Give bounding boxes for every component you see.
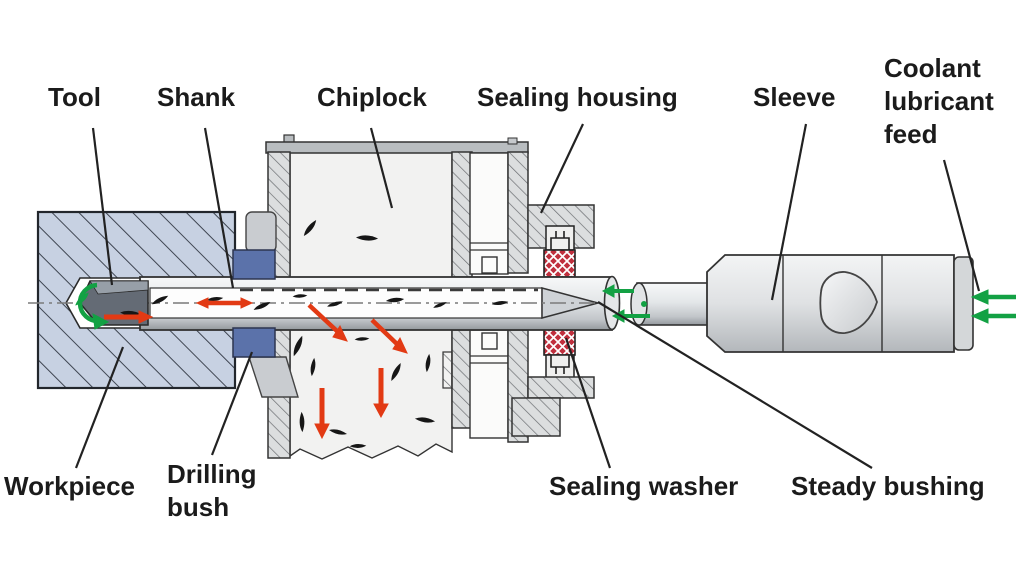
bush-holder-upper [245,211,277,253]
leader-lines [74,123,981,469]
leader-sealing-washer [564,337,612,469]
leader-shank [203,127,235,289]
coolant-feed-arrows [970,289,1016,324]
chiplock-top-plate [265,141,529,154]
spacer-column-lower [469,329,509,439]
leader-coolant-feed [942,159,981,292]
label-coolant-feed: Coolant lubricant feed [884,53,994,149]
chip-flow-arrows [104,297,408,440]
sealing-housing [469,137,595,443]
leader-steady-bushing [597,301,873,469]
leader-sleeve [770,123,808,301]
leader-drilling-bush [210,351,254,456]
leader-chiplock [369,127,394,209]
gland-upper [545,225,575,251]
sleeve-body [706,254,974,353]
coolant-flow-arrows [601,284,1016,324]
sleeve-end-cap [953,256,974,351]
shank-end-cap [603,275,621,331]
drilling-bush-lower [232,327,276,358]
sealing-washer-upper [543,249,576,278]
gland-lower [545,354,575,380]
leader-tool [91,127,114,286]
label-drilling-bush: Drilling bush [167,459,257,522]
spacer-column-upper [469,152,509,275]
leader-workpiece [74,346,125,469]
drilling-bush [232,211,299,398]
label-tool: Tool [48,82,101,112]
coolant-swirl-arrows [75,282,110,330]
leader-sealing-housing [540,123,584,214]
label-workpiece: Workpiece [4,471,136,501]
drilling-bush-upper [232,249,276,280]
label-steady-bushing: Steady bushing [791,471,985,501]
label-sealing-housing: Sealing housing [477,82,678,112]
label-chiplock: Chiplock [317,82,427,112]
label-sleeve: Sleeve [753,82,836,112]
sleeve-cutout [819,271,878,334]
label-shank: Shank [157,82,236,112]
label-sealing-washer: Sealing washer [549,471,739,501]
metal-chips [120,219,509,448]
